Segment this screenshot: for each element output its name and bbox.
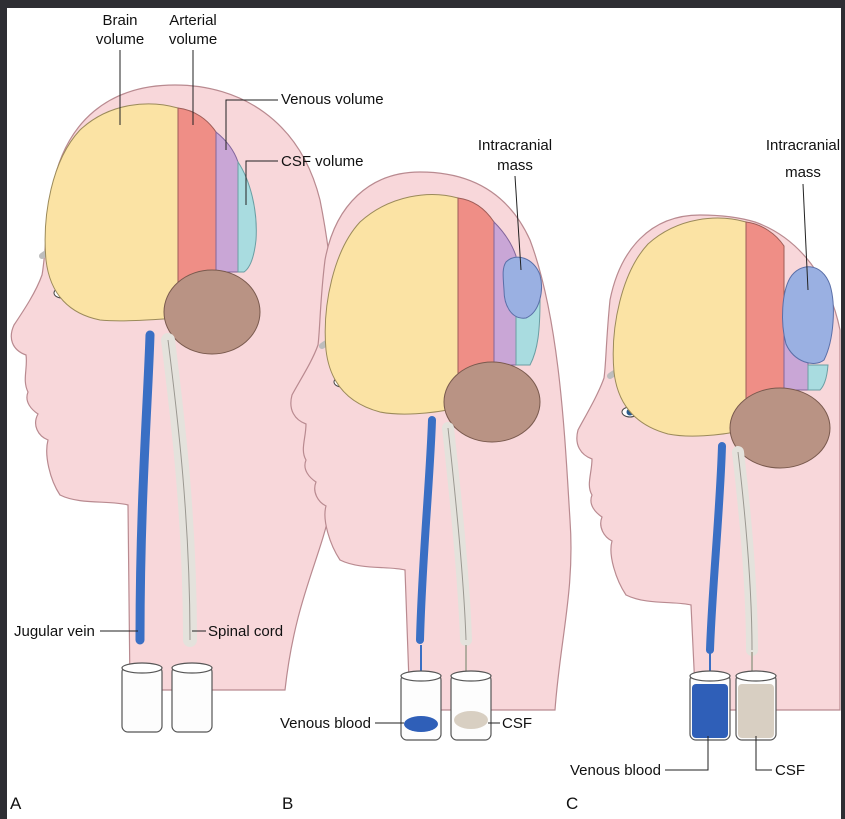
venous-blood-fluid [404, 716, 438, 732]
intracranial-mass-label-line1: Intracranial [478, 137, 552, 154]
venous-blood-label: Venous blood [280, 715, 371, 732]
csf-jar-leader [756, 736, 772, 770]
csf-label: CSF [502, 715, 532, 732]
arterial-volume-label-line1: Arterial [169, 12, 217, 29]
cerebellum [444, 362, 540, 442]
jar-right [172, 666, 212, 732]
jar-right-rim [172, 663, 212, 673]
intracranial-mass-label-line2: mass [497, 157, 533, 174]
jar-csf-rim [451, 671, 491, 681]
arterial-volume-label-line2: volume [169, 31, 217, 48]
jar-venous-rim [690, 671, 730, 681]
jugular-vein-label: Jugular vein [14, 623, 95, 640]
venous-blood-leader [665, 736, 708, 770]
jar-csf [451, 674, 491, 740]
venous-volume-label: Venous volume [281, 91, 384, 108]
venous-blood-fluid [692, 684, 728, 738]
spinal-cord-label: Spinal cord [208, 623, 283, 640]
intracranial-mass-label-line1: Intracranial [766, 137, 840, 154]
intracranial-mass [503, 257, 541, 318]
cerebellum [164, 270, 260, 354]
jar-left-rim [122, 663, 162, 673]
jar-venous-rim [401, 671, 441, 681]
panel-letter-b: B [282, 794, 293, 813]
csf-fluid [454, 711, 488, 729]
jar-left [122, 666, 162, 732]
venous-blood-label: Venous blood [570, 762, 661, 779]
brain-region [45, 104, 178, 321]
csf-fluid [738, 684, 774, 738]
panel-letter-c: C [566, 794, 578, 813]
intracranial-mass-label-line2: mass [785, 164, 821, 181]
csf-volume-label: CSF volume [281, 153, 364, 170]
panel-c: Intracranial mass Venous blood CSF C [566, 137, 840, 813]
panel-letter-a: A [10, 794, 22, 813]
csf-label: CSF [775, 762, 805, 779]
jar-csf-rim [736, 671, 776, 681]
cerebellum [730, 388, 830, 468]
brain-volume-label-line1: Brain [102, 12, 137, 29]
brain-volume-label-line2: volume [96, 31, 144, 48]
